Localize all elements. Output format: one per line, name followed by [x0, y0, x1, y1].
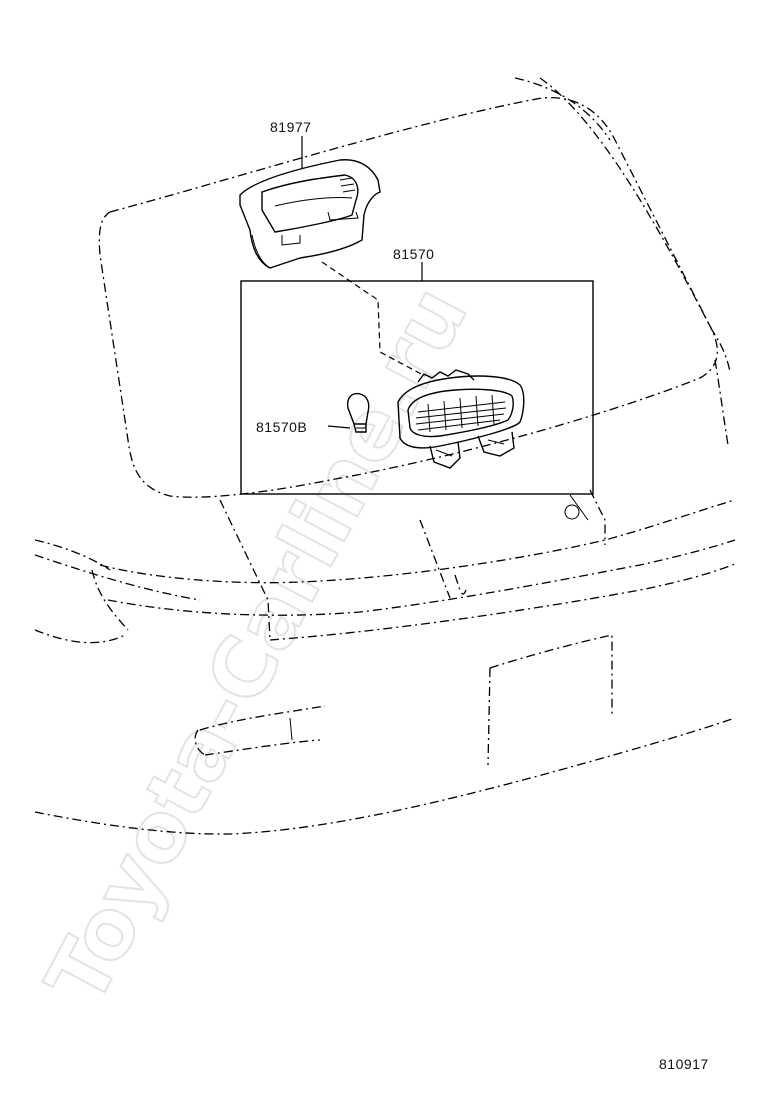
- lamp-lens-hatching: [415, 394, 507, 433]
- callout-81977: 81977: [270, 119, 311, 135]
- leader-lines: [301, 136, 426, 429]
- callout-81570B: 81570B: [256, 419, 307, 435]
- diagram-code: 810917: [659, 1056, 709, 1072]
- lamp-assembly-group-box: [240, 280, 594, 495]
- stop-lamp-81570[interactable]: [397, 369, 525, 469]
- callout-81570: 81570: [393, 246, 434, 262]
- watermark: Toyota-Carline.ru: [29, 272, 487, 1019]
- car-body-outline: [34, 77, 736, 835]
- lamp-cover-81977[interactable]: [239, 159, 381, 269]
- bulb-81570B[interactable]: [346, 392, 370, 433]
